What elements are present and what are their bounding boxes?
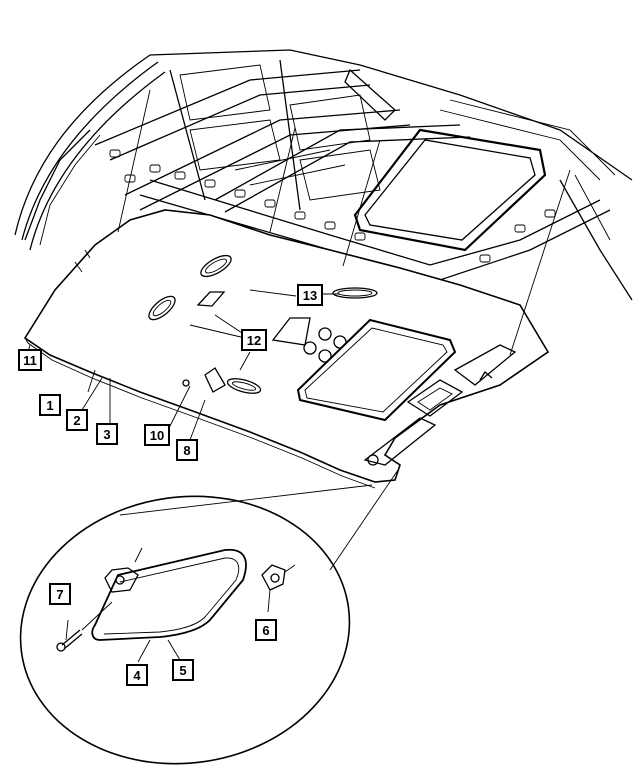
svg-text:5: 5 bbox=[179, 663, 186, 678]
callout-2: 2 bbox=[66, 409, 88, 431]
callout-7: 7 bbox=[49, 583, 71, 605]
callout-13: 13 bbox=[297, 284, 323, 306]
callout-1: 1 bbox=[39, 394, 61, 416]
svg-text:11: 11 bbox=[23, 353, 37, 368]
svg-text:3: 3 bbox=[103, 427, 110, 442]
callout-11: 11 bbox=[18, 349, 42, 371]
svg-text:10: 10 bbox=[150, 428, 164, 443]
visor-clip bbox=[261, 564, 286, 591]
callout-4: 4 bbox=[126, 664, 148, 686]
screw-icon bbox=[56, 642, 66, 652]
callout-8: 8 bbox=[176, 439, 198, 461]
sun-visor bbox=[91, 548, 247, 641]
svg-text:8: 8 bbox=[183, 443, 190, 458]
callout-12: 12 bbox=[241, 329, 267, 351]
headliner-panel bbox=[23, 209, 550, 489]
leader-lines bbox=[27, 89, 571, 441]
svg-text:2: 2 bbox=[73, 413, 80, 428]
svg-text:7: 7 bbox=[56, 587, 63, 602]
svg-text:12: 12 bbox=[247, 333, 261, 348]
svg-text:4: 4 bbox=[133, 668, 141, 683]
callout-6: 6 bbox=[255, 619, 277, 641]
vent-opening-left bbox=[148, 295, 176, 321]
rail-holes bbox=[109, 149, 556, 263]
vent-opening-front bbox=[200, 254, 232, 278]
callout-3: 3 bbox=[96, 423, 118, 445]
svg-text:6: 6 bbox=[262, 623, 269, 638]
callout-5: 5 bbox=[172, 659, 194, 681]
svg-text:1: 1 bbox=[46, 398, 53, 413]
roof-structure bbox=[14, 49, 633, 301]
headliner-sunroof-opening bbox=[296, 318, 457, 422]
svg-text:13: 13 bbox=[303, 288, 317, 303]
callout-10: 10 bbox=[144, 424, 170, 446]
roof-sunroof-opening bbox=[353, 128, 547, 252]
vent-opening-right bbox=[332, 287, 378, 299]
visor-detail-view bbox=[19, 469, 399, 765]
